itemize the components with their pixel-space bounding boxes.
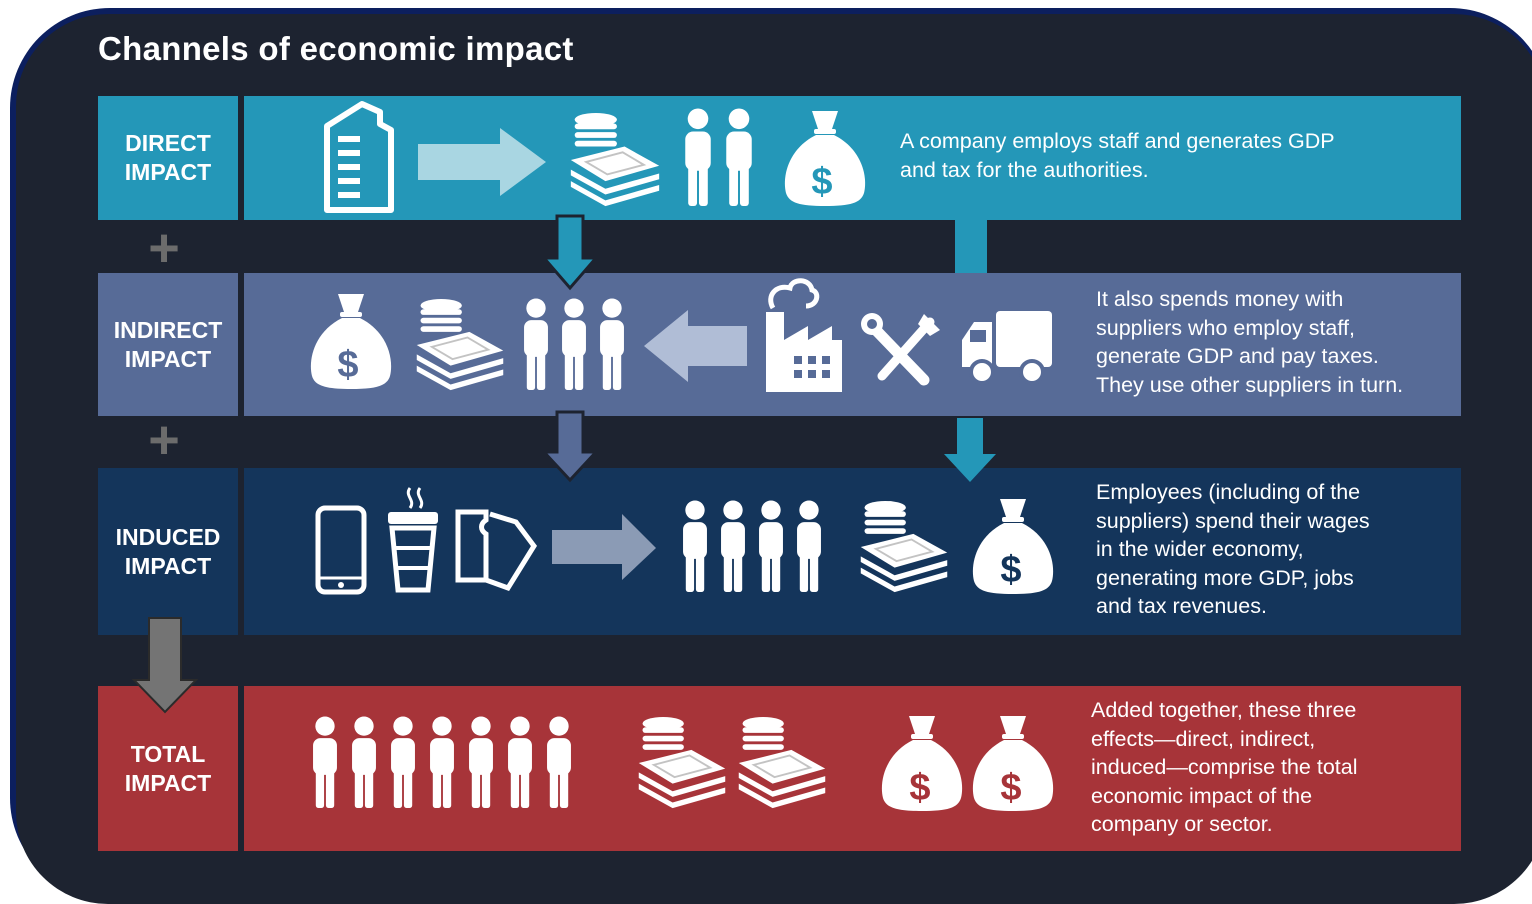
- person-icon: [721, 500, 745, 592]
- vertical-connector: [955, 220, 987, 273]
- indirect-impact-label-text: INDIRECT IMPACT: [113, 316, 223, 372]
- person-icon: [313, 716, 337, 808]
- person-icon: [726, 108, 752, 206]
- person-icon: [469, 716, 493, 808]
- person-icon: [600, 298, 624, 390]
- tools-icon: [861, 313, 940, 386]
- down-arrow-icon: [540, 410, 600, 483]
- smartphone-icon: [315, 505, 367, 595]
- dollar-sign: $: [811, 161, 832, 203]
- indirect-impact-label: INDIRECT IMPACT: [98, 273, 238, 416]
- coins-and-cash-icon: [737, 716, 827, 810]
- person-icon: [685, 108, 711, 206]
- induced-impact-label-text: INDUCED IMPACT: [115, 523, 221, 579]
- person-icon: [759, 500, 783, 592]
- plus-icon: +: [148, 410, 180, 470]
- down-arrow-icon: [131, 617, 199, 714]
- dollar-sign: $: [1000, 767, 1021, 809]
- arrow-right-icon: [418, 128, 546, 196]
- arrow-left-icon: [644, 310, 747, 382]
- office-building-icon: [324, 101, 394, 213]
- tickets-icon: [455, 509, 538, 592]
- person-icon: [562, 298, 586, 390]
- dollar-sign: $: [909, 767, 930, 809]
- direct-impact-label: DIRECT IMPACT: [98, 96, 238, 220]
- coffee-cup-icon: [388, 487, 438, 593]
- coins-and-cash-icon: [637, 716, 727, 810]
- delivery-truck-icon: [962, 311, 1052, 385]
- dollar-sign: $: [337, 344, 358, 386]
- induced-impact-description: Employees (including of the suppliers) s…: [1096, 480, 1370, 618]
- factory-icon: [766, 278, 842, 392]
- induced-impact-band: [244, 468, 1461, 635]
- induced-impact-label: INDUCED IMPACT: [98, 468, 238, 635]
- total-impact-label: TOTAL IMPACT: [98, 686, 238, 851]
- down-arrow-icon: [944, 418, 996, 482]
- person-icon: [430, 716, 454, 808]
- page-title: Channels of economic impact: [98, 30, 574, 67]
- arrow-right-icon: [552, 514, 656, 580]
- direct-impact-description: A company employs staff and generates GD…: [900, 129, 1335, 182]
- person-icon: [547, 716, 571, 808]
- person-icon: [352, 716, 376, 808]
- total-impact-label-text: TOTAL IMPACT: [124, 740, 212, 796]
- person-icon: [797, 500, 821, 592]
- person-icon: [508, 716, 532, 808]
- coins-and-cash-icon: [569, 112, 661, 208]
- coins-and-cash-icon: [415, 298, 505, 392]
- person-icon: [524, 298, 548, 390]
- indirect-impact-description: It also spends money with suppliers who …: [1096, 287, 1404, 397]
- coins-and-cash-icon: [859, 500, 949, 594]
- dollar-sign: $: [1000, 549, 1021, 591]
- plus-icon: +: [148, 218, 180, 278]
- person-icon: [683, 500, 707, 592]
- total-impact-description: Added together, these three effects—dire…: [1091, 698, 1358, 836]
- person-icon: [391, 716, 415, 808]
- down-arrow-icon: [540, 214, 600, 291]
- direct-impact-label-text: DIRECT IMPACT: [124, 130, 212, 185]
